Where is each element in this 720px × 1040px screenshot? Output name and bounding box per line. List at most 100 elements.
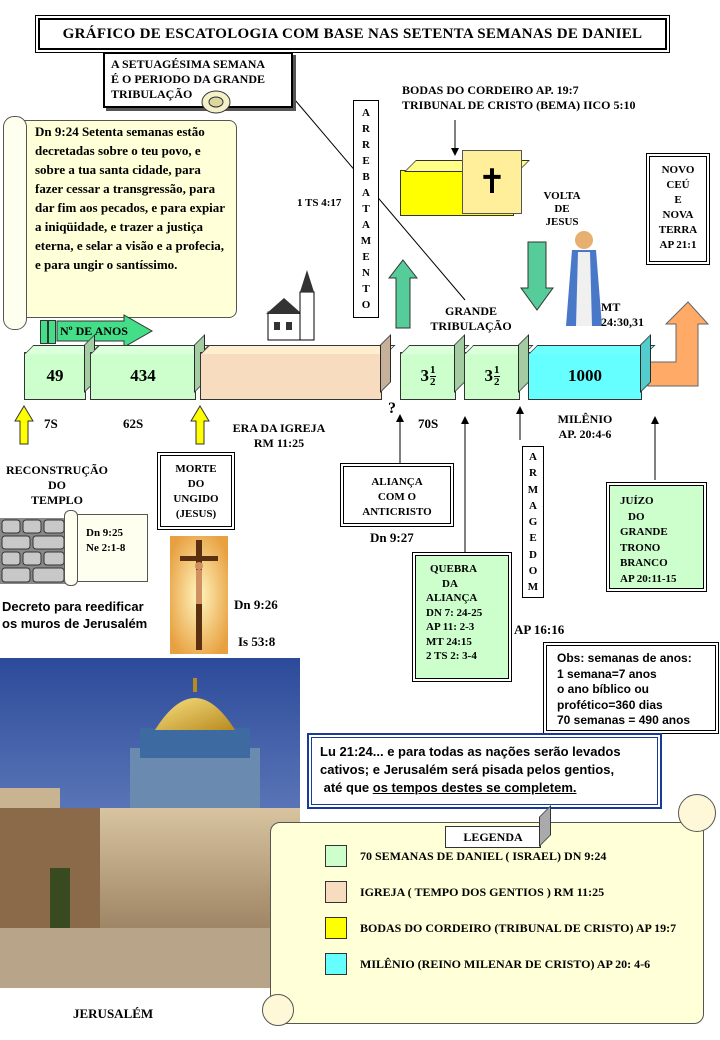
diagonal-line	[294, 99, 466, 301]
morte-line2: DO	[187, 478, 205, 490]
dn926-label: Dn 9:26	[234, 597, 278, 612]
label-62s: 62S	[123, 416, 144, 431]
segment-1000: 1000	[528, 352, 642, 400]
setuagesima-line1: A SETUAGÉSIMA SEMANA	[111, 57, 266, 71]
novo-line3: E	[674, 194, 682, 206]
arrebatamento-letter: E	[362, 155, 370, 167]
seg3a-den: 2	[430, 375, 436, 388]
setuagesima-box: A SETUAGÉSIMA SEMANA É O PERIODO DA GRAN…	[103, 52, 293, 108]
novo-line4: NOVA	[662, 209, 694, 221]
seg3a-int: 3	[420, 366, 430, 385]
dn925-text: Dn 9:25 Ne 2:1-8	[86, 526, 125, 556]
morte-line4: (JESUS)	[175, 508, 217, 520]
dn925-scroll: Dn 9:25 Ne 2:1-8	[64, 510, 148, 586]
milenio-label: MILÊNIO AP. 20:4-6	[552, 412, 618, 442]
page-title: GRÁFICO DE ESCATOLOGIA COM BASE NAS SETE…	[38, 18, 667, 50]
volta-jesus-text: VOLTA DE JESUS	[538, 190, 586, 229]
arrebatamento-letter: A	[362, 187, 370, 199]
legend-swatch-daniel	[325, 845, 347, 867]
volta-line3: JESUS	[545, 216, 579, 228]
anos-label: Nº DE ANOS	[60, 324, 128, 338]
yellow-arrow-icon-2	[190, 405, 210, 445]
label-7s: 7S	[44, 416, 58, 431]
jerusalem-photo	[0, 658, 300, 988]
anos-bar1	[40, 320, 48, 344]
segment-434: 434	[90, 352, 196, 400]
scroll-curl-icon	[201, 90, 231, 114]
juizo-line1: JUÍZO	[620, 495, 654, 507]
lucas-quote-box: Lu 21:24... e para todas as nações serão…	[307, 733, 662, 809]
milenio-line1: MILÊNIO	[557, 412, 613, 426]
reconstrucao-text: RECONSTRUÇÃO DO TEMPLO	[2, 463, 112, 508]
legend-label-milenio: MILÊNIO (REINO MILENAR DE CRISTO) AP 20:…	[360, 956, 651, 971]
jerusalem-label: JERUSALÉM	[73, 1006, 154, 1021]
quebra-line5: AP 11: 2-3	[426, 621, 475, 633]
is538-label: Is 53:8	[238, 634, 276, 649]
grande-tribulacao-text: GRANDE TRIBULAÇÃO	[423, 304, 519, 334]
lucas-line1: Lu 21:24... e para todas as nações serão…	[320, 744, 621, 759]
scroll-text: Dn 9:24 Setenta semanas estão decretadas…	[35, 124, 225, 272]
dn925-line1: Dn 9:25	[86, 527, 123, 539]
decreto-text: Decreto para reedificar os muros de Jeru…	[2, 598, 147, 632]
church-icon	[266, 270, 315, 341]
novo-line2: CEÚ	[666, 179, 690, 191]
quebra-line6: MT 24:15	[426, 635, 472, 648]
novo-line6: AP 21:1	[659, 239, 697, 251]
juizo-line4: TRONO	[620, 541, 661, 554]
crucifix-icon	[170, 536, 228, 654]
setuagesima-line2: É O PERIODO DA GRANDE	[111, 72, 266, 86]
lucas-line3b: os tempos destes se completem.	[372, 780, 577, 795]
arrebatamento-letter: B	[362, 171, 370, 183]
anos-bar2	[48, 320, 56, 344]
legend-swatch-bodas	[325, 917, 347, 939]
scripture-scroll: Dn 9:24 Setenta semanas estão decretadas…	[3, 112, 237, 332]
decreto-line1: Decreto para reedificar	[2, 599, 144, 614]
quebra-line2: DA	[442, 577, 458, 590]
jesus-figure-icon	[566, 231, 602, 326]
rec-line3: TEMPLO	[30, 493, 83, 507]
morte-line3: UNGIDO	[173, 493, 219, 505]
milenio-line2: AP. 20:4-6	[558, 427, 612, 441]
bodas-line1: BODAS DO CORDEIRO AP. 19:7	[402, 83, 579, 97]
gt-line2: TRIBULAÇÃO	[430, 319, 512, 333]
yellow-arrow-icon-1	[14, 405, 34, 445]
return-down-arrow-icon	[520, 241, 554, 311]
arrebatamento-letter: O	[361, 299, 371, 311]
armagedom-letter: E	[529, 532, 537, 545]
alianca-line1: ALIANÇA	[371, 476, 423, 488]
quebra-box: QUEBRA DA ALIANÇA DN 7: 24-25 AP 11: 2-3…	[415, 555, 509, 679]
arrebatamento-letter: R	[362, 139, 370, 151]
legend-label-igreja: IGREJA ( TEMPO DOS GENTIOS ) RM 11:25	[360, 884, 605, 899]
segment-49-label: 49	[46, 366, 64, 385]
lucas-line3: até que os tempos destes se completem.	[320, 779, 649, 797]
gt-line1: GRANDE	[444, 304, 497, 318]
segment-3half-b: 3 1 2	[464, 352, 520, 400]
quebra-line3: ALIANÇA	[426, 592, 478, 604]
morte-box: MORTE DO UNGIDO (JESUS)	[160, 455, 232, 527]
armagedom-letter: D	[529, 548, 537, 561]
armagedom-letter: A	[529, 451, 537, 463]
era-line1: ERA DA IGREJA	[232, 421, 326, 435]
era-igreja-label: ERA DA IGREJA RM 11:25	[224, 421, 334, 451]
juizo-box: JUÍZO DO GRANDE TRONO BRANCO AP 20:11-15	[609, 485, 704, 589]
mt-line1: MT	[601, 300, 621, 314]
segment-1000-label: 1000	[568, 366, 602, 385]
alianca-line2: COM O	[377, 491, 417, 503]
arrebatamento-letter: R	[362, 123, 370, 135]
legend-swatch-igreja	[325, 881, 347, 903]
obs-line3: o ano bíblico ou	[557, 682, 649, 696]
obs-line1: Obs: semanas de anos:	[557, 651, 692, 665]
armagedom-letter: M	[527, 581, 539, 593]
new-heaven-arrow-icon	[647, 301, 710, 387]
arrebatamento-letter: A	[362, 219, 370, 231]
quebra-line7: 2 TS 2: 3-4	[426, 650, 477, 662]
alianca-box: ALIANÇA COM O ANTICRISTO	[343, 466, 451, 524]
legend-item-milenio: MILÊNIO (REINO MILENAR DE CRISTO) AP 20:…	[325, 953, 650, 975]
obs-line2: 1 semana=7 anos	[557, 666, 657, 681]
juizo-line5: BRANCO	[620, 557, 668, 569]
segment-church	[200, 352, 382, 400]
novo-ceu-box: NOVO CEÚ E NOVA TERRA AP 21:1	[649, 156, 707, 262]
ts-reference: 1 TS 4:17	[297, 197, 342, 209]
